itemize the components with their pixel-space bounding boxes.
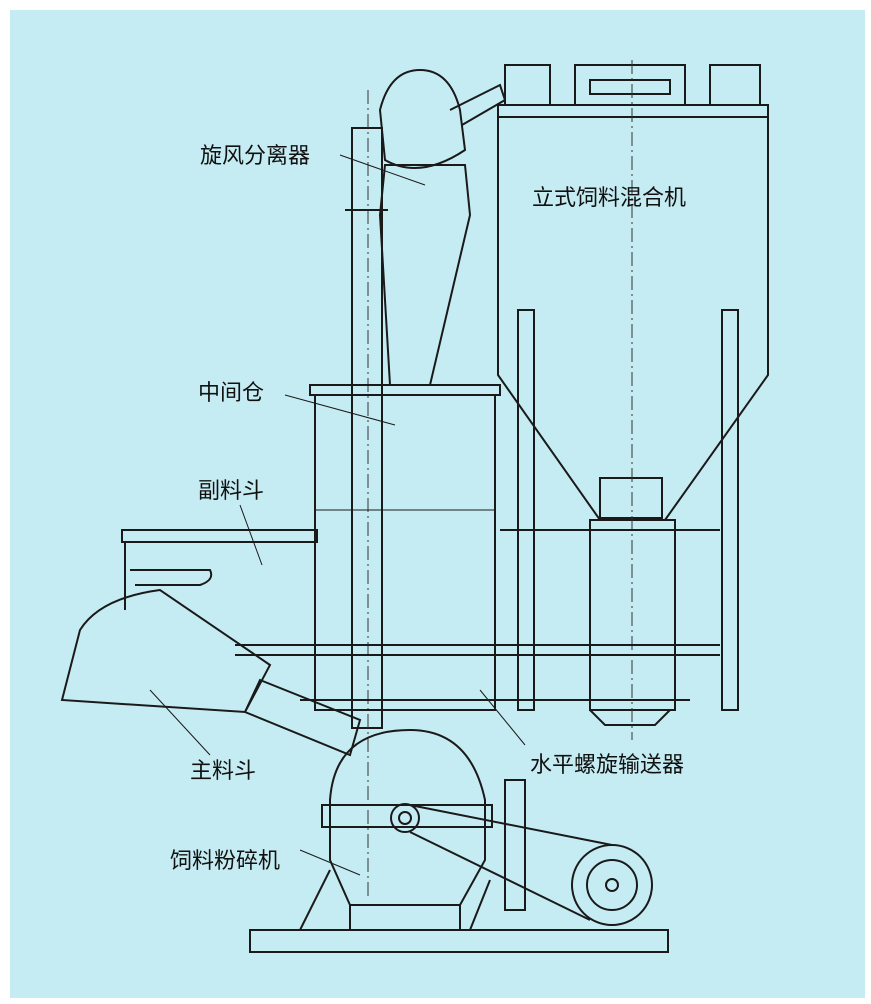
background [10,10,865,998]
vertical-mixer [497,60,769,740]
label-cyclone: 旋风分离器 [200,144,310,169]
main-hopper [60,588,362,757]
cyclone-separator [345,68,507,900]
base-frame [249,929,669,953]
label-crusher: 饲料粉碎机 [170,849,280,874]
leader-lines [149,154,526,876]
feed-crusher [299,728,526,931]
label-mixer: 立式饲料混合机 [532,186,686,211]
label-aux-hopper: 副料斗 [198,479,264,504]
label-main-hopper: 主料斗 [190,759,256,784]
middle-bin [309,384,501,711]
label-conveyor: 水平螺旋输送器 [530,753,684,778]
aux-hopper [121,529,720,701]
motor [409,804,653,926]
label-middle-bin: 中间仓 [198,381,264,406]
